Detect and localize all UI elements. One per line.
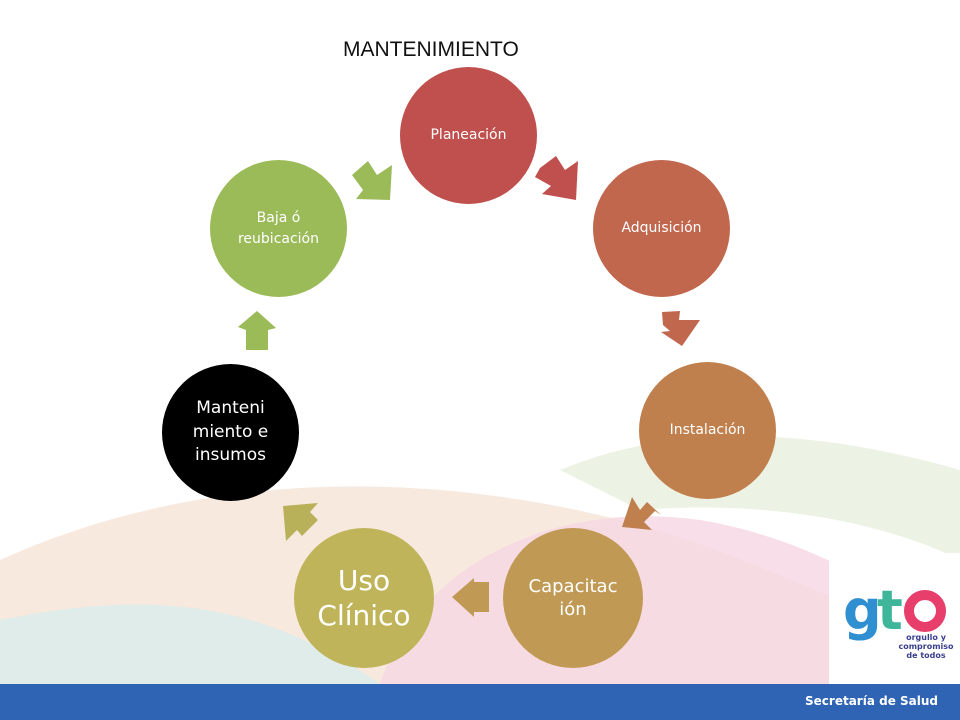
- node-instalacion: Instalación: [639, 362, 776, 499]
- arrow-planeacion-adquisicion: [535, 156, 578, 200]
- svg-text:t: t: [877, 579, 903, 642]
- node-planeacion: Planeación: [400, 67, 537, 204]
- node-baja-reubicacion: Baja ó reubicación: [210, 160, 347, 297]
- node-capacitacion: Capacitac ión: [503, 528, 643, 668]
- gto-logo: g t orgullo y compromiso de todos: [829, 553, 960, 684]
- gto-tagline: orgullo y compromiso de todos: [898, 633, 954, 661]
- node-mantenimiento-insumos-label: Manteni miento e insumos: [192, 397, 269, 466]
- node-uso-clinico: Uso Clínico: [294, 528, 434, 668]
- arrow-instalacion-capacitacion: [622, 497, 661, 530]
- arrow-mantenimiento-baja: [238, 311, 276, 350]
- node-adquisicion: Adquisición: [593, 160, 730, 297]
- node-mantenimiento-insumos: Manteni miento e insumos: [162, 364, 299, 501]
- arrow-baja-planeacion: [352, 161, 392, 200]
- arrow-capacitacion-uso: [452, 578, 489, 617]
- footer-label: Secretaría de Salud: [805, 694, 938, 708]
- node-adquisicion-label: Adquisición: [621, 220, 702, 237]
- node-planeacion-label: Planeación: [430, 127, 507, 144]
- gto-logo-graphic: g t: [843, 579, 946, 642]
- svg-text:g: g: [843, 579, 882, 642]
- diagram-title: MANTENIMIENTO: [343, 38, 519, 61]
- node-instalacion-label: Instalación: [669, 422, 746, 439]
- node-uso-clinico-label: Uso Clínico: [317, 564, 411, 632]
- footer-bar: Secretaría de Salud: [0, 684, 960, 720]
- node-baja-reubicacion-label: Baja ó reubicación: [237, 210, 319, 247]
- arrow-uso-mantenimiento: [283, 503, 318, 541]
- arrow-adquisicion-instalacion: [661, 311, 700, 346]
- node-capacitacion-label: Capacitac ión: [528, 575, 618, 620]
